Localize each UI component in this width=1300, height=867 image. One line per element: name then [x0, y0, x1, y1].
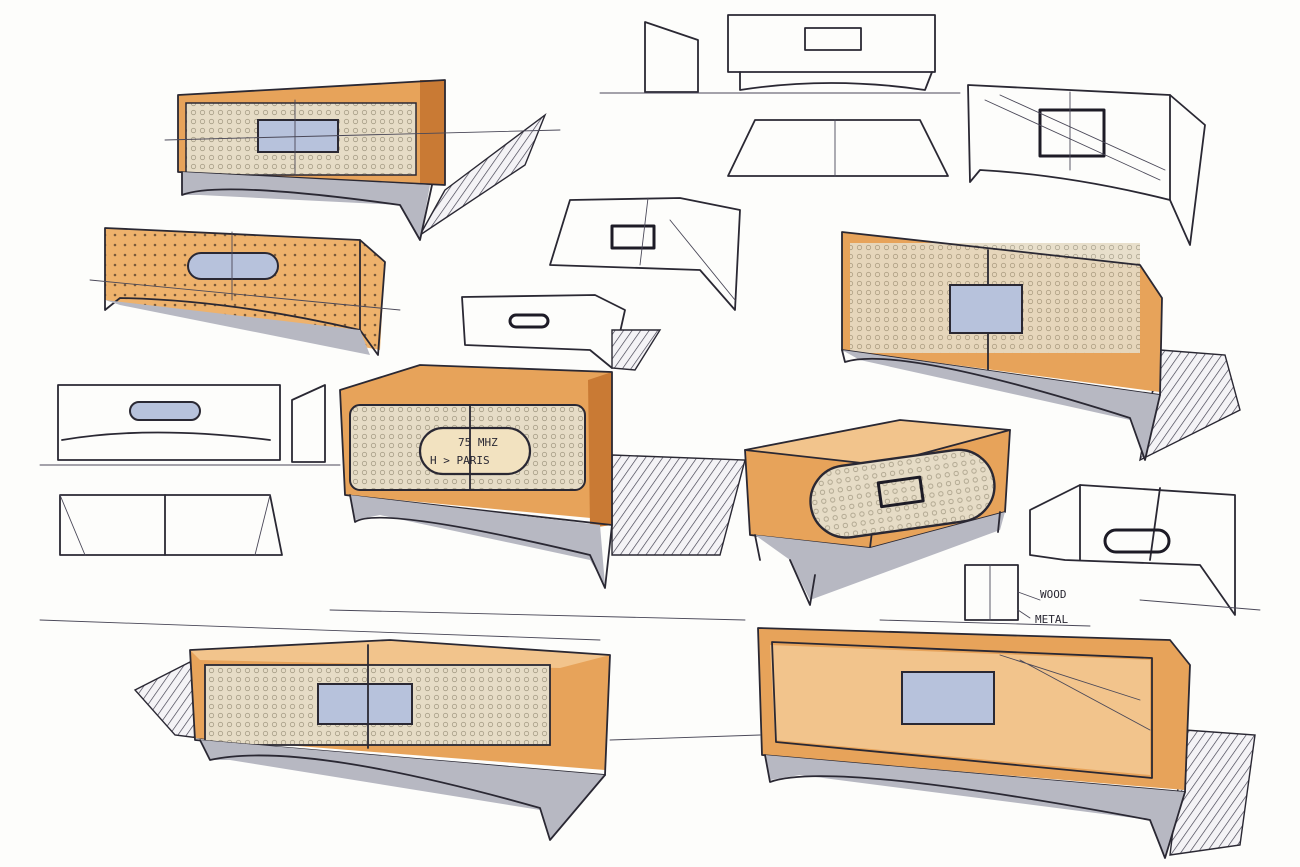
sketch-elevation-front — [727, 14, 936, 91]
sketch-cabinet-radio: 75 MHZ H > PARIS — [339, 364, 746, 589]
sketch-cabinet-5 — [133, 639, 611, 841]
sketch-small-cabinet-a — [549, 197, 741, 311]
sketch-cabinet-4 — [744, 419, 1011, 606]
radio-label-frequency: 75 MHZ — [458, 436, 498, 449]
sketch-outline-plan — [59, 494, 283, 556]
material-swatch: WOOD METAL — [879, 564, 1091, 627]
sketch-cabinet-3 — [841, 231, 1241, 462]
sketch-cabinet-1 — [164, 79, 561, 241]
sketch-cabinet-6 — [757, 627, 1256, 859]
sketch-small-cabinet-c — [1029, 484, 1236, 616]
sketch-elevation-side — [599, 21, 961, 94]
sketch-outline-front — [39, 384, 341, 466]
sketch-cabinet-2 — [89, 227, 401, 356]
label-metal: METAL — [1035, 613, 1068, 626]
radio-label-station: H > PARIS — [430, 454, 490, 467]
sketch-cabinet-outline-right — [967, 84, 1206, 246]
label-wood: WOOD — [1040, 588, 1067, 601]
sketch-small-cabinet-b — [461, 294, 662, 371]
construction-lines — [39, 599, 1261, 741]
sketch-plan-top — [727, 119, 949, 177]
